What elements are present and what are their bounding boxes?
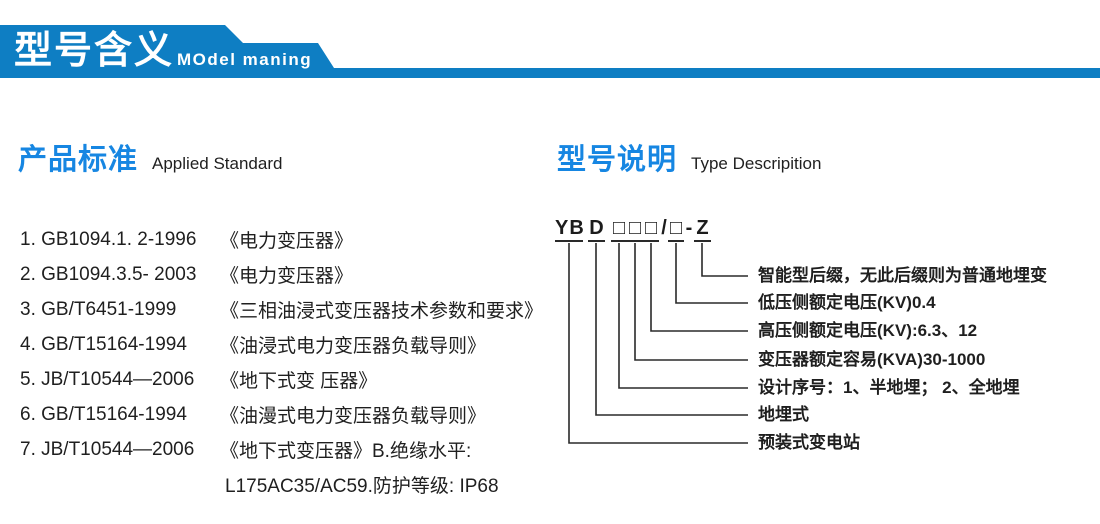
- banner-shape: [0, 25, 1100, 78]
- standard-row: 6. GB/T15164-1994 《油漫式电力变压器负载导则》: [20, 397, 560, 432]
- standard-title: 《电力变压器》: [220, 231, 354, 252]
- model-segment-box-3: □: [643, 217, 659, 242]
- applied-standard-heading: 产品标准 Applied Standard: [18, 136, 282, 178]
- standard-code: 1. GB1094.1. 2-1996: [20, 228, 197, 250]
- model-segment-box-4: □: [668, 217, 684, 242]
- standard-row: 2. GB1094.3.5- 2003 《电力变压器》: [20, 257, 560, 292]
- standard-title: 《油浸式电力变压器负载导则》: [220, 336, 487, 357]
- model-segment-box-2: □: [627, 217, 643, 242]
- standard-row: 7. JB/T10544—2006 《地下式变压器》B.绝缘水平:: [20, 432, 560, 467]
- diagram-label-buried-type: 地埋式: [758, 405, 809, 424]
- standard-code: 5. JB/T10544—2006: [20, 368, 195, 390]
- connector-line: [634, 243, 748, 361]
- standard-code: 2. GB1094.3.5- 2003: [20, 263, 197, 285]
- diagram-label-lv-voltage: 低压侧额定电压(KV)0.4: [758, 293, 936, 312]
- model-segment-yb: YB: [555, 217, 584, 242]
- model-segment-z: Z: [694, 217, 711, 242]
- connector-line: [595, 243, 748, 416]
- standard-code: 4. GB/T15164-1994: [20, 333, 187, 355]
- applied-standard-heading-en: Applied Standard: [152, 154, 283, 173]
- connector-line: [675, 243, 748, 304]
- standards-list: 1. GB1094.1. 2-1996 《电力变压器》 2. GB1094.3.…: [20, 222, 560, 502]
- standard-title: 《三相油浸式变压器技术参数和要求》: [220, 301, 544, 322]
- model-segment-dash: -: [685, 217, 693, 239]
- standard-code: 3. GB/T6451-1999: [20, 298, 177, 320]
- diagram-label-rated-capacity: 变压器额定容易(KVA)30-1000: [758, 350, 986, 369]
- banner-title: 型号含义: [14, 30, 175, 72]
- connector-line: [650, 243, 748, 332]
- standard-title: 《地下式变压器》B.绝缘水平:: [220, 441, 472, 462]
- banner-subtitle: MOdel maning: [177, 50, 313, 69]
- type-description-heading: 型号说明 Type Descripition: [557, 136, 821, 178]
- standard-title: 《油漫式电力变压器负载导则》: [220, 406, 487, 427]
- standard-title: 《地下式变 压器》: [220, 371, 378, 392]
- header-banner: [0, 25, 1100, 78]
- model-segment-slash: /: [661, 217, 667, 239]
- diagram-label-design-serial: 设计序号：1、半地埋； 2、全地埋: [758, 378, 1020, 397]
- connector-line: [618, 243, 748, 389]
- type-description-heading-cn: 型号说明: [557, 144, 678, 176]
- standard-row: 3. GB/T6451-1999 《三相油浸式变压器技术参数和要求》: [20, 292, 560, 327]
- standard-row: 4. GB/T15164-1994 《油浸式电力变压器负载导则》: [20, 327, 560, 362]
- standard-title: 《电力变压器》: [220, 266, 354, 287]
- standard-continuation: L175AC35/AC59.防护等级: IP68: [225, 476, 499, 497]
- standard-code: 7. JB/T10544—2006: [20, 438, 195, 460]
- standard-row: 1. GB1094.1. 2-1996 《电力变压器》: [20, 222, 560, 257]
- model-segment-box-1: □: [611, 217, 627, 242]
- connector-line: [701, 243, 748, 277]
- connector-line: [568, 243, 748, 444]
- diagram-label-smart-suffix: 智能型后缀，无此后缀则为普通地埋变: [758, 266, 1047, 285]
- diagram-label-prefab-substation: 预装式变电站: [758, 433, 860, 452]
- applied-standard-heading-cn: 产品标准: [18, 144, 139, 176]
- standard-row: 5. JB/T10544—2006 《地下式变 压器》: [20, 362, 560, 397]
- standard-code: 6. GB/T15164-1994: [20, 403, 187, 425]
- type-description-heading-en: Type Descripition: [691, 154, 822, 173]
- model-segment-d: D: [588, 217, 605, 242]
- diagram-label-hv-voltage: 高压侧额定电压(KV):6.3、12: [758, 321, 978, 340]
